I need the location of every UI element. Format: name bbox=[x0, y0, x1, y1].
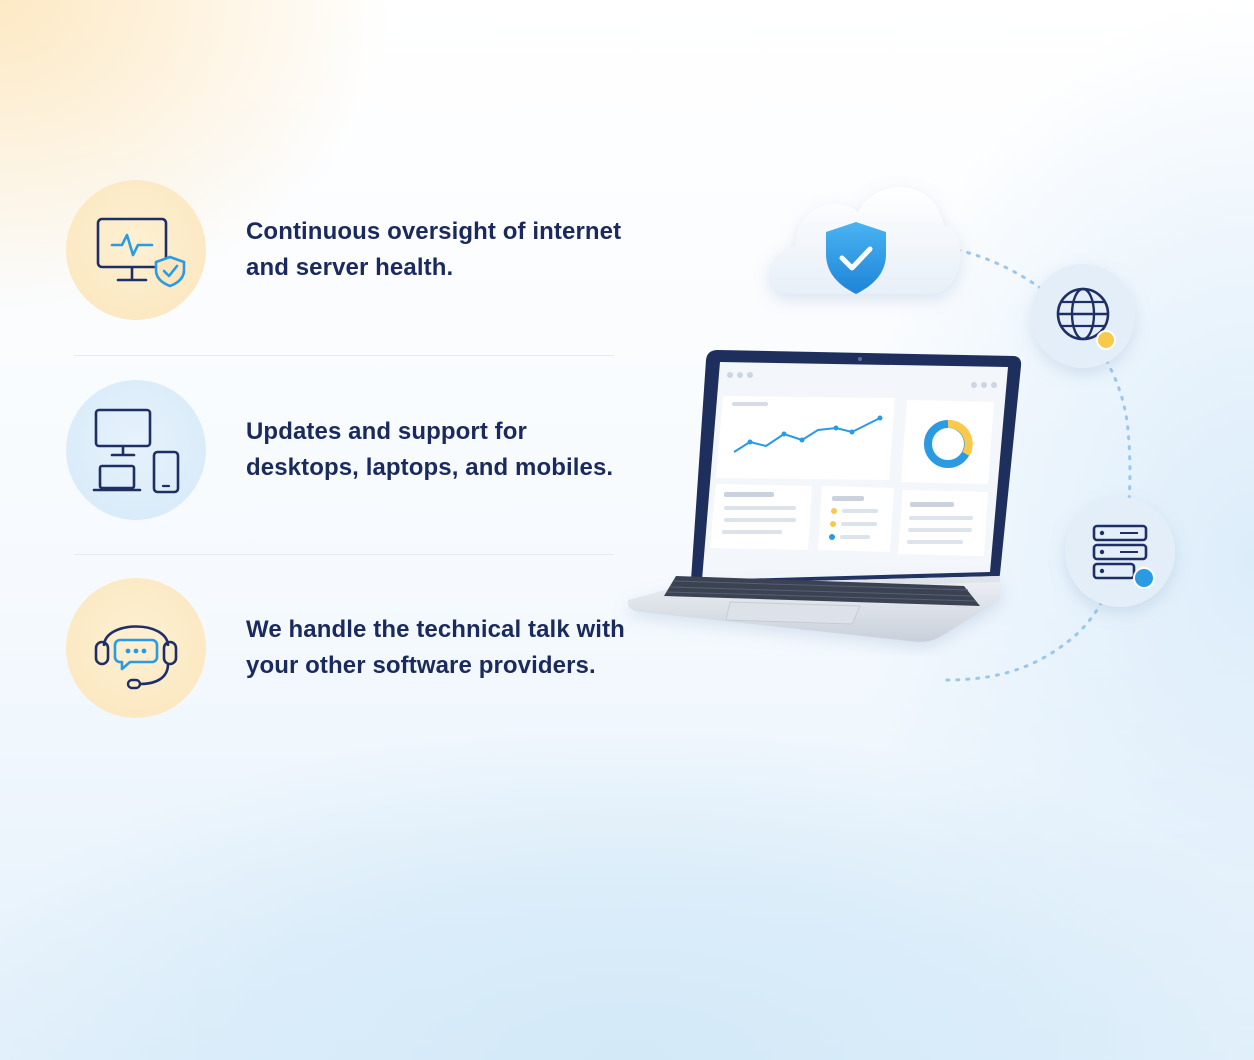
monitor-heartbeat-shield-icon bbox=[96, 217, 186, 288]
divider bbox=[74, 355, 614, 356]
cloud-shield-icon bbox=[769, 187, 961, 294]
headset-chat-icon bbox=[94, 625, 178, 690]
feature-text: We handle the technical talk with your o… bbox=[246, 616, 625, 679]
feature-vendor-liaison: We handle the technical talk with your o… bbox=[66, 578, 626, 718]
devices-icon bbox=[92, 408, 180, 494]
feature-icon-circle bbox=[66, 578, 206, 718]
feature-monitoring: Continuous oversight of internet and ser… bbox=[66, 180, 626, 320]
divider bbox=[74, 554, 614, 555]
globe-icon bbox=[1031, 264, 1135, 368]
feature-icon-circle bbox=[66, 180, 206, 320]
feature-text: Updates and support for desktops, laptop… bbox=[246, 418, 614, 481]
server-icon bbox=[1065, 497, 1175, 607]
laptop-dashboard bbox=[627, 350, 1022, 642]
feature-text: Continuous oversight of internet and ser… bbox=[246, 218, 622, 281]
feature-icon-circle bbox=[66, 380, 206, 520]
feature-devices: Updates and support for desktops, laptop… bbox=[66, 380, 626, 520]
